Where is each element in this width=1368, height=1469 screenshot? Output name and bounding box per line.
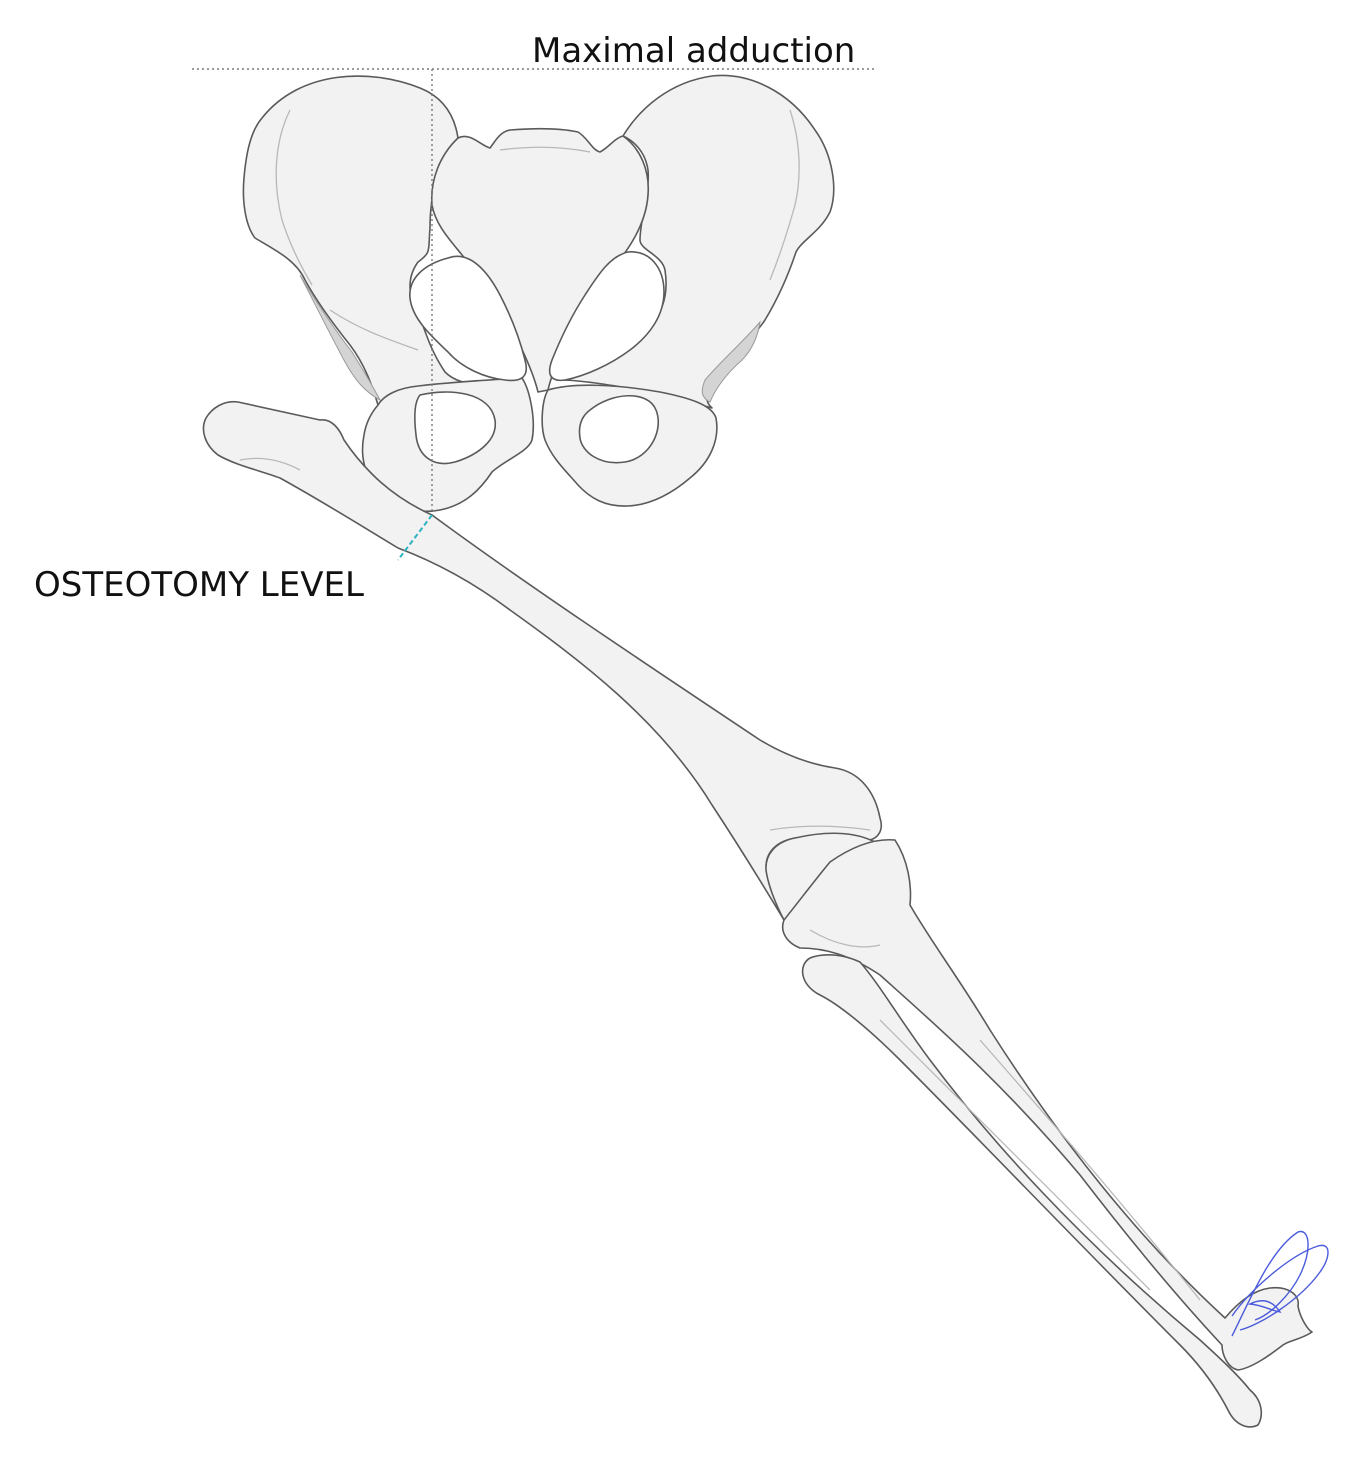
- fibula-bone: [801, 953, 1263, 1428]
- pelvic-inlet-left: [409, 255, 527, 382]
- fibula: [801, 953, 1263, 1428]
- osteotomy-level-label: OSTEOTOMY LEVEL: [34, 565, 364, 605]
- maximal-adduction-label: Maximal adduction: [532, 31, 855, 71]
- obturator-foramen-right: [578, 394, 659, 464]
- pelvis: [242, 74, 835, 513]
- tibia-bone: [781, 838, 1313, 1371]
- obturator-foramen-left: [414, 391, 496, 465]
- signature-scribble: [1231, 1230, 1329, 1337]
- pelvic-inlet-right: [548, 251, 665, 382]
- ilium-left: [242, 75, 481, 406]
- tibia: [781, 838, 1313, 1371]
- femur: [202, 400, 883, 921]
- osteotomy-cut-line: [397, 514, 433, 561]
- ilium-right: [559, 74, 835, 409]
- femur-shaft: [202, 400, 883, 921]
